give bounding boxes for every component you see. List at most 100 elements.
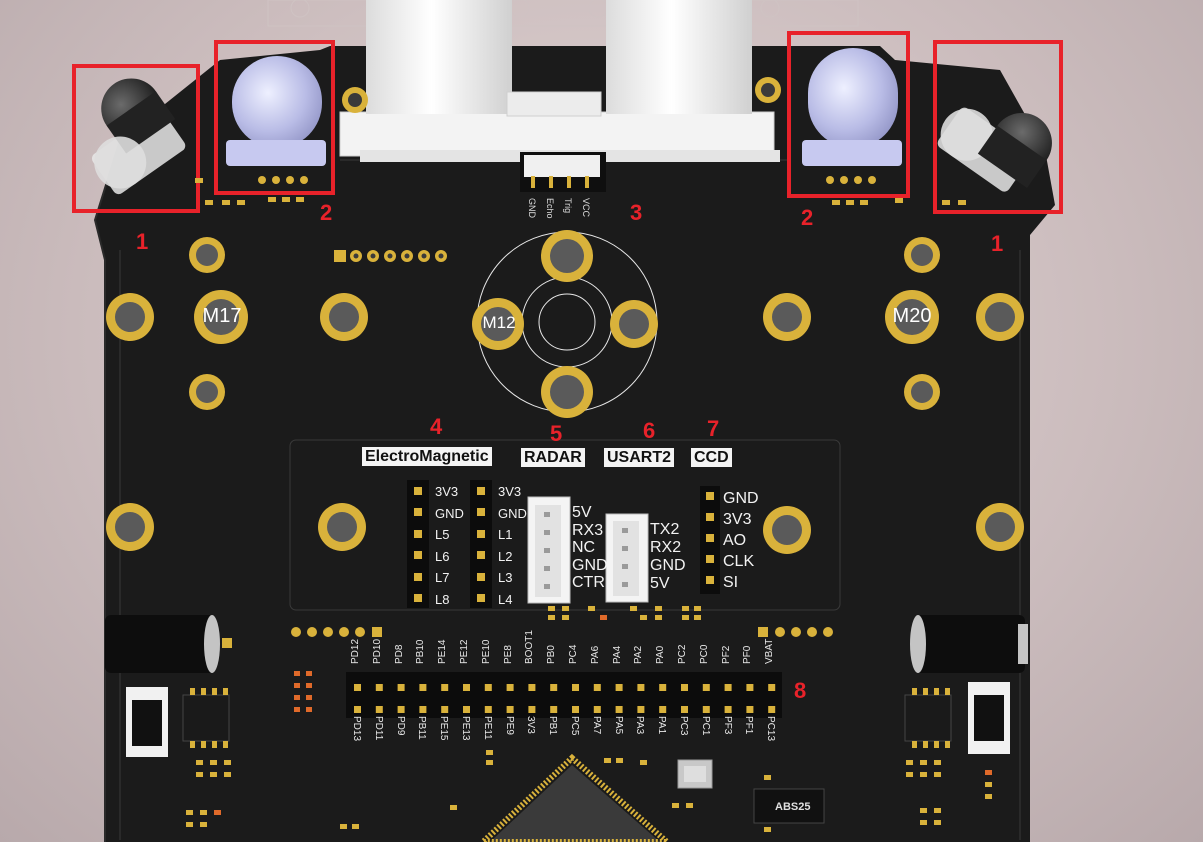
header-pin	[702, 706, 710, 713]
header-pin	[593, 706, 601, 713]
header-bottom-pin-label: PE13	[460, 716, 471, 741]
header-bottom-pin-label: PD13	[351, 716, 362, 742]
em-left-pin: L6	[435, 548, 450, 564]
header-pin	[550, 706, 558, 713]
electromagnetic-header-label: ElectroMagnetic	[362, 447, 492, 466]
header-pin	[354, 684, 361, 691]
ir-sensor-left	[91, 78, 186, 195]
callout-number-5: 5	[550, 421, 563, 446]
header-pin	[484, 706, 492, 713]
crystal-x2	[753, 788, 825, 824]
ccd-pin: SI	[723, 574, 739, 591]
header-pin	[681, 706, 688, 713]
callout-number-7: 7	[707, 416, 720, 441]
header-top-pin-label: VBAT	[764, 638, 776, 664]
pcb-board	[95, 46, 1055, 842]
sonar-pin: VCC	[581, 198, 591, 218]
sonar-pin: Echo	[545, 198, 555, 219]
ccd-header	[700, 486, 720, 594]
header-top-pin-label: BOOT1	[524, 630, 536, 664]
rgb-led-right	[802, 48, 902, 184]
ccd-pin: GND	[723, 490, 759, 507]
header-pin	[463, 706, 470, 713]
header-top-pin-label: PA6	[589, 645, 601, 664]
header-pin	[528, 706, 536, 713]
header-pin	[572, 706, 579, 713]
ccd-pin: CLK	[723, 553, 755, 570]
inductor-left	[126, 687, 168, 757]
main-header	[346, 672, 782, 718]
callout-number-1-left: 1	[136, 229, 149, 254]
hole-label-m20: M20	[892, 305, 932, 327]
header-pin	[506, 684, 514, 691]
header-bottom-pin-label: PC13	[765, 716, 777, 742]
radar-pin: NC	[572, 539, 596, 556]
header-bottom-pin-label: PE11	[481, 716, 493, 740]
header-top-pin-label: PE8	[502, 645, 514, 664]
header-top-pin-label: PE12	[459, 639, 470, 664]
header-top-pin-label: PE10	[480, 639, 492, 664]
header-top-pin-label: PD10	[371, 638, 383, 664]
usart2-connector	[605, 513, 649, 603]
radar-pin-labels: 5V RX3 NC GND CTR	[572, 504, 608, 592]
inductor-right	[968, 682, 1010, 754]
header-bottom-pin-label: PD9	[394, 716, 406, 736]
header-pin	[572, 684, 579, 691]
header-pin	[659, 684, 667, 691]
usart2-pin-labels: TX2 RX2 GND 5V	[650, 521, 686, 593]
ccd-header-label: CCD	[691, 448, 732, 467]
header-top-pin-label: PC2	[677, 644, 688, 664]
header-bottom-pin-label: PA7	[590, 716, 602, 735]
em-right-pin: GND	[498, 505, 527, 521]
header-pin	[375, 706, 383, 713]
header-top-pin-label: PA0	[655, 645, 667, 664]
usart2-pin: TX2	[650, 521, 680, 538]
header-top-pin-label: PF2	[720, 645, 732, 664]
callout-number-1-right: 1	[991, 231, 1004, 256]
header-pin	[528, 684, 536, 691]
header-pin	[746, 684, 754, 691]
radar-pin: RX3	[572, 521, 604, 539]
header-pin	[375, 684, 383, 691]
header-pin	[768, 706, 776, 713]
header-bottom-pin-label: PA3	[634, 716, 646, 735]
em-right-pin: 3V3	[498, 484, 522, 499]
header-pin	[681, 684, 688, 691]
header-pin	[724, 684, 732, 691]
header-pin	[659, 706, 667, 713]
header-pin	[441, 684, 449, 691]
header-pin	[768, 684, 776, 691]
radar-pin: CTR	[572, 574, 605, 591]
sonar-pin: Trig	[563, 198, 573, 214]
header-bottom-pin-label: PD11	[372, 716, 384, 741]
header-pin	[419, 706, 427, 713]
radar-pin: 5V	[572, 504, 592, 521]
header-pin	[441, 706, 449, 713]
header-top-pin-label: PF0	[742, 645, 754, 664]
sonar-pin: GND	[527, 198, 537, 218]
header-pin	[637, 684, 645, 691]
header-bottom-pin-label: PC1	[699, 716, 711, 736]
header-bottom-pin-label: PB11	[416, 716, 428, 740]
ccd-pin: AO	[723, 532, 747, 549]
header-top-pin-label: PB10	[415, 639, 427, 664]
header-bottom-pin-label: PF1	[743, 716, 755, 735]
em-right-pin: L1	[498, 527, 513, 542]
callout-boxes	[72, 31, 1063, 214]
header-bottom-pin-label: PF3	[721, 716, 733, 735]
em-right-pin: L4	[498, 591, 513, 607]
header-bottom-pin-label: PA5	[612, 716, 624, 735]
em-left-pin: 3V3	[435, 484, 459, 499]
callout-number-4: 4	[430, 414, 443, 439]
header-top-pin-label: PE14	[437, 639, 449, 664]
header-bottom-pin-label: 3V3	[525, 716, 537, 734]
header-top-pin-label: PC4	[568, 644, 579, 664]
header-pin	[506, 706, 514, 713]
hole-label-m17: M17	[202, 305, 242, 327]
ccd-pin: 3V3	[723, 511, 752, 528]
header-pin	[615, 706, 623, 713]
ir-sensor-right	[937, 107, 1052, 192]
hole-label-m12: M12	[482, 313, 516, 332]
header-bottom-pin-label: PE15	[438, 716, 450, 741]
em-header-left	[407, 480, 429, 608]
